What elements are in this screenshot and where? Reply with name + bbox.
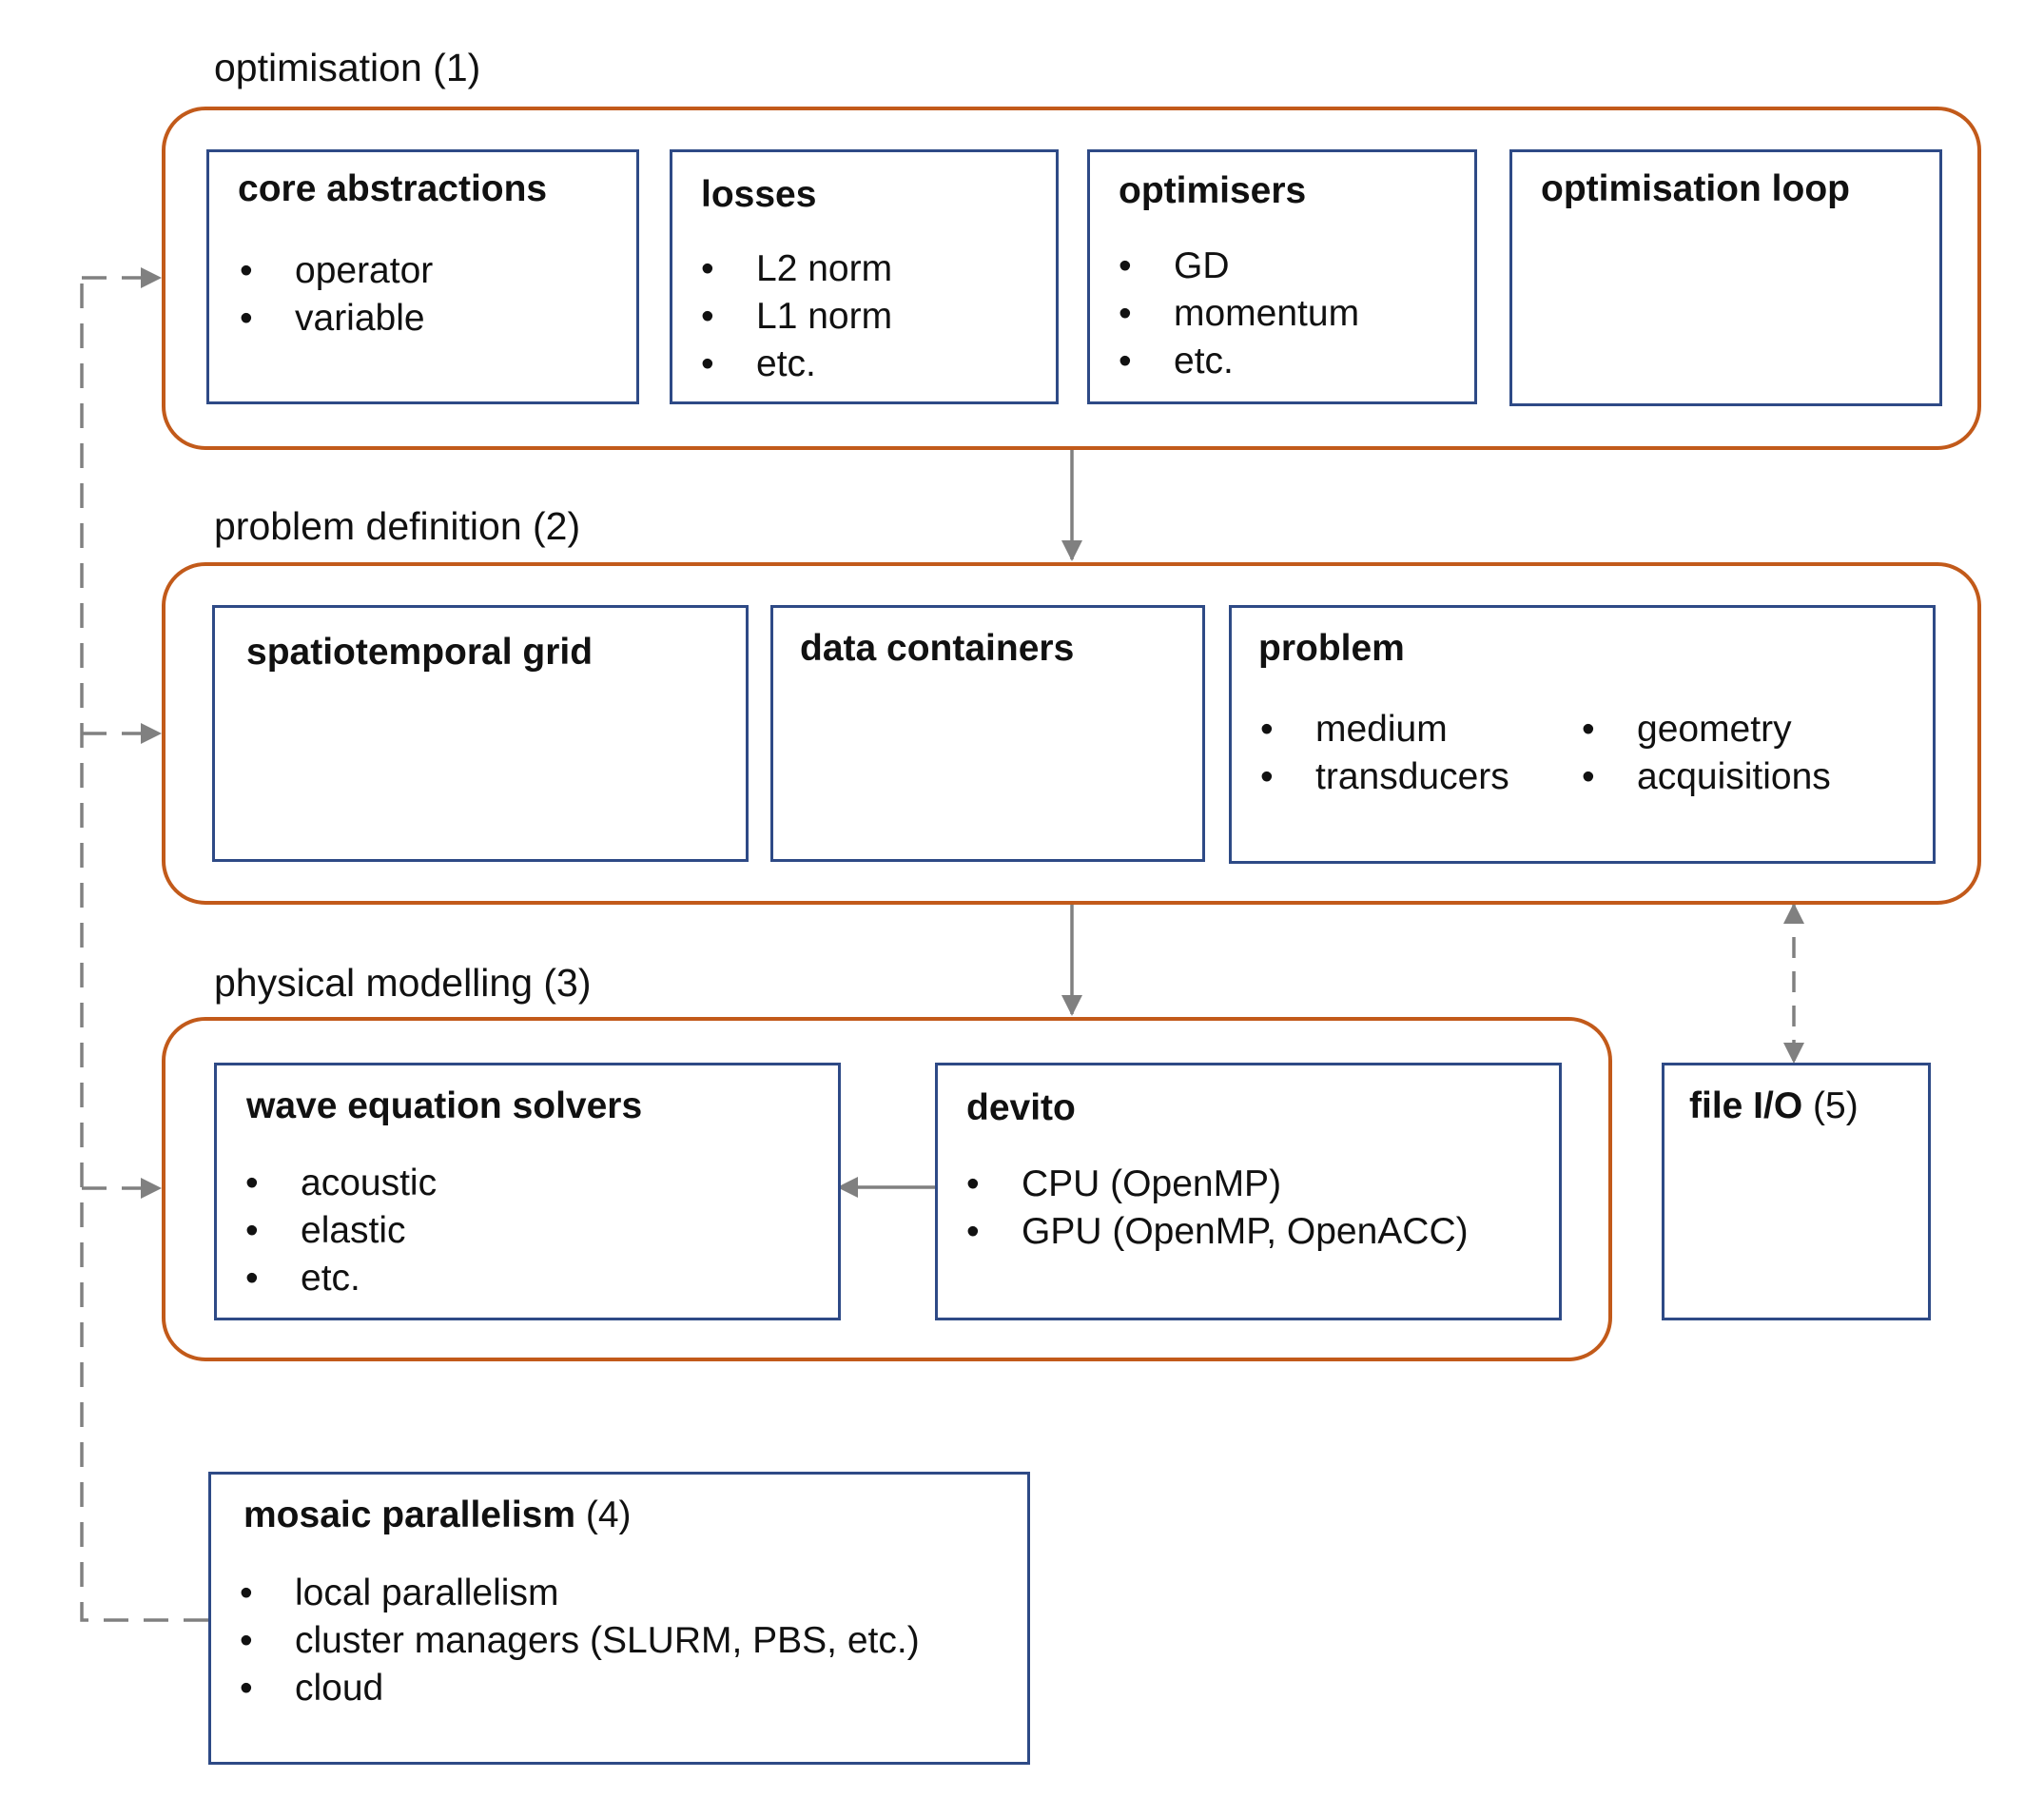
box-title: core abstractions: [238, 168, 548, 209]
list-item: •acquisitions: [1582, 756, 1831, 797]
arrow-fileio-problem-down-head: [1783, 1043, 1804, 1064]
box-optimisers: optimisers •GD •momentum •etc.: [1087, 149, 1477, 404]
box-title: optimisation loop: [1541, 168, 1850, 209]
box-title: wave equation solvers: [246, 1085, 643, 1126]
list-item: •cluster managers (SLURM, PBS, etc.): [240, 1620, 920, 1661]
box-optimisation-loop: optimisation loop: [1509, 149, 1942, 406]
list-item: •operator: [240, 250, 434, 291]
list-item: •local parallelism: [240, 1573, 559, 1613]
list-item: •elastic: [245, 1210, 406, 1251]
box-file-io: file I/O (5): [1662, 1063, 1931, 1320]
bullet-list: •acoustic •elastic •etc.: [245, 1160, 437, 1302]
bullet-list: •L2 norm •L1 norm •etc.: [701, 245, 892, 388]
box-title: devito: [966, 1087, 1076, 1128]
bullet-list: •GD •momentum •etc.: [1119, 243, 1359, 385]
list-item: •CPU (OpenMP): [966, 1163, 1282, 1204]
bullet-list-right: •geometry •acquisitions: [1582, 706, 1831, 801]
mosaic-dashed-spine: [80, 278, 208, 1622]
box-data-containers: data containers: [770, 605, 1205, 862]
box-title: spatiotemporal grid: [246, 632, 594, 673]
box-title: problem: [1258, 628, 1405, 669]
list-item: •etc.: [245, 1258, 360, 1299]
list-item: •etc.: [701, 343, 816, 384]
list-item: •etc.: [1119, 341, 1234, 381]
box-problem: problem •medium •transducers •geometry •…: [1229, 605, 1936, 864]
box-losses: losses •L2 norm •L1 norm •etc.: [670, 149, 1059, 404]
group-physical-modelling: [162, 1017, 1612, 1361]
box-title: mosaic parallelism (4): [243, 1495, 632, 1535]
box-title: data containers: [800, 628, 1075, 669]
box-title: losses: [701, 174, 817, 215]
bullet-list-left: •medium •transducers: [1260, 706, 1509, 801]
list-item: •medium: [1260, 709, 1448, 750]
box-wave-equation-solvers: wave equation solvers •acoustic •elastic…: [214, 1063, 841, 1320]
bullet-list: •local parallelism •cluster managers (SL…: [240, 1570, 920, 1712]
list-item: •momentum: [1119, 293, 1360, 334]
group-label-problem-definition: problem definition (2): [214, 504, 581, 548]
group-label-physical-modelling: physical modelling (3): [214, 961, 592, 1005]
list-item: •GD: [1119, 245, 1230, 286]
box-title: optimisers: [1119, 170, 1307, 211]
list-item: •geometry: [1582, 709, 1792, 750]
list-item: •L2 norm: [701, 248, 893, 289]
box-spatiotemporal-grid: spatiotemporal grid: [212, 605, 749, 862]
box-title: file I/O (5): [1689, 1085, 1859, 1126]
list-item: •transducers: [1260, 756, 1509, 797]
bullet-list: •operator •variable: [240, 247, 433, 342]
box-core-abstractions: core abstractions •operator •variable: [206, 149, 639, 404]
list-item: •acoustic: [245, 1163, 438, 1203]
group-label-optimisation: optimisation (1): [214, 46, 481, 89]
group-optimisation: [162, 107, 1981, 450]
list-item: •variable: [240, 298, 425, 339]
group-problem-definition: [162, 562, 1981, 905]
bullet-list: •CPU (OpenMP) •GPU (OpenMP, OpenACC): [966, 1161, 1469, 1256]
list-item: •GPU (OpenMP, OpenACC): [966, 1211, 1469, 1252]
box-mosaic-parallelism: mosaic parallelism (4) •local parallelis…: [208, 1472, 1030, 1765]
list-item: •L1 norm: [701, 296, 893, 337]
list-item: •cloud: [240, 1668, 384, 1709]
box-devito: devito •CPU (OpenMP) •GPU (OpenMP, OpenA…: [935, 1063, 1562, 1320]
